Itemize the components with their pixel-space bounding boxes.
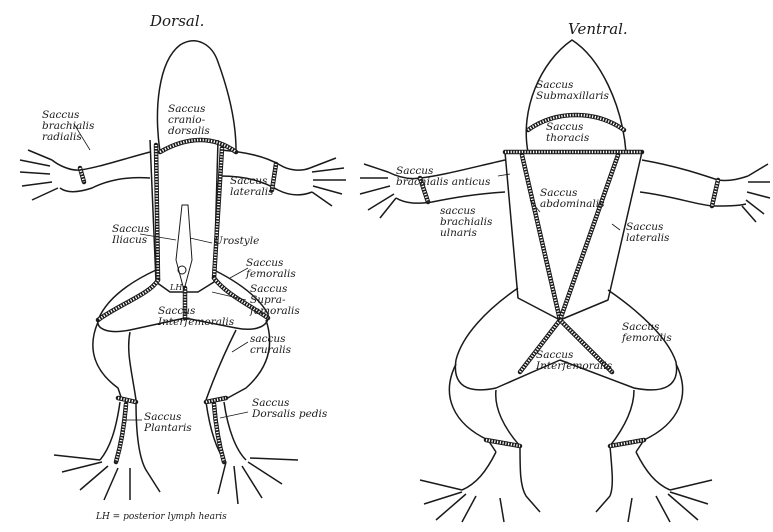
posterior-lymph-heart <box>178 266 186 274</box>
dorsal-left-arm <box>52 152 150 192</box>
label-saccus-suprafemoralis: Saccus Supra- femoralis <box>250 284 300 317</box>
ventral-right-arm <box>640 160 748 206</box>
ventral-right-hand <box>742 164 770 222</box>
label-saccus-lateralis-ventral: Saccus lateralis <box>626 222 669 244</box>
label-lh: LH <box>170 282 182 293</box>
dorsal-right-shank <box>206 320 270 400</box>
label-saccus-dorsalis-pedis: Saccus Dorsalis pedis <box>252 398 327 420</box>
label-saccus-lateralis-dorsal: Saccus lateralis <box>230 176 273 198</box>
label-saccus-plantaris: Saccus Plantaris <box>144 412 192 434</box>
label-saccus-femoralis-ventral: Saccus femoralis <box>622 322 672 344</box>
label-saccus-craniodorsalis: Saccus cranio- dorsalis <box>168 104 210 137</box>
ventral-left-hand <box>360 164 396 218</box>
dorsal-left-hand <box>20 150 58 200</box>
label-saccus-interfemoralis-dorsal: Saccus Interfemoralis <box>158 306 234 328</box>
label-urostyle: Urostyle <box>214 236 259 247</box>
dorsal-title: Dorsal. <box>150 12 204 30</box>
ventral-right-foot <box>596 446 712 522</box>
dorsal-left-shank <box>93 322 136 400</box>
footnote: LH = posterior lymph hearis <box>96 512 227 523</box>
dorsal-body-outline <box>150 140 218 292</box>
label-saccus-femoralis-dorsal: Saccus femoralis <box>246 258 296 280</box>
ventral-title: Ventral. <box>568 20 628 38</box>
ventral-left-foot <box>420 446 540 522</box>
label-saccus-brachialis-radialis: Saccus brachialis radialis <box>42 110 94 143</box>
label-saccus-thoracis: Saccus thoracis <box>546 122 589 144</box>
ventral-right-shank <box>610 364 683 452</box>
ventral-frog <box>360 40 770 522</box>
label-saccus-brachialis-anticus: Saccus brachialis anticus <box>396 166 490 188</box>
label-saccus-iliacus: Saccus Iliacus <box>112 224 149 246</box>
dorsal-right-hand <box>310 158 346 206</box>
urostyle-shape <box>176 205 192 290</box>
label-saccus-abdominalis: Saccus abdominalis <box>540 188 604 210</box>
label-saccus-submaxillaris: Saccus Submaxillaris <box>536 80 609 102</box>
label-saccus-cruralis: saccus cruralis <box>250 334 291 356</box>
label-saccus-brachialis-ulnaris: saccus brachialis ulnaris <box>440 206 492 239</box>
label-saccus-interfemoralis-ventral: Saccus Interfemoralis <box>536 350 612 372</box>
